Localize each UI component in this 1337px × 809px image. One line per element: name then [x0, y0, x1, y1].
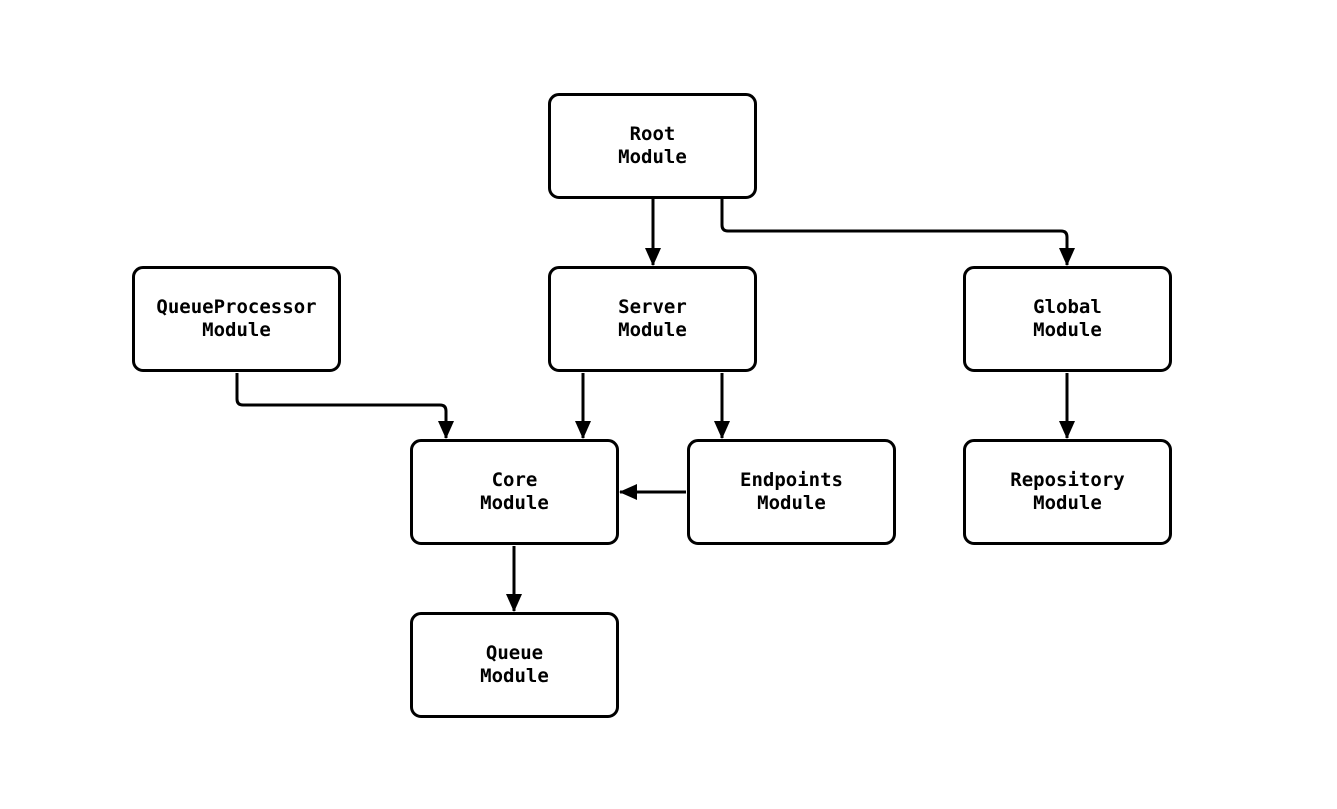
node-endpoints-module: Endpoints Module: [687, 439, 896, 545]
node-queueprocessor-module: QueueProcessor Module: [132, 266, 341, 372]
node-label: Server Module: [618, 296, 687, 341]
node-global-module: Global Module: [963, 266, 1172, 372]
node-label: Core Module: [480, 469, 549, 514]
edge-root-to-global: [720, 199, 1075, 266]
node-repository-module: Repository Module: [963, 439, 1172, 545]
node-server-module: Server Module: [548, 266, 757, 372]
node-root-module: Root Module: [548, 93, 757, 199]
edge-queueprocessor-to-core: [235, 373, 454, 439]
node-label: Global Module: [1033, 296, 1102, 341]
node-label: QueueProcessor Module: [156, 296, 317, 341]
node-label: Root Module: [618, 123, 687, 168]
node-core-module: Core Module: [410, 439, 619, 545]
node-label: Repository Module: [1010, 469, 1125, 514]
node-label: Endpoints Module: [740, 469, 843, 514]
node-queue-module: Queue Module: [410, 612, 619, 718]
node-label: Queue Module: [480, 642, 549, 687]
edges-group: [235, 199, 1075, 612]
